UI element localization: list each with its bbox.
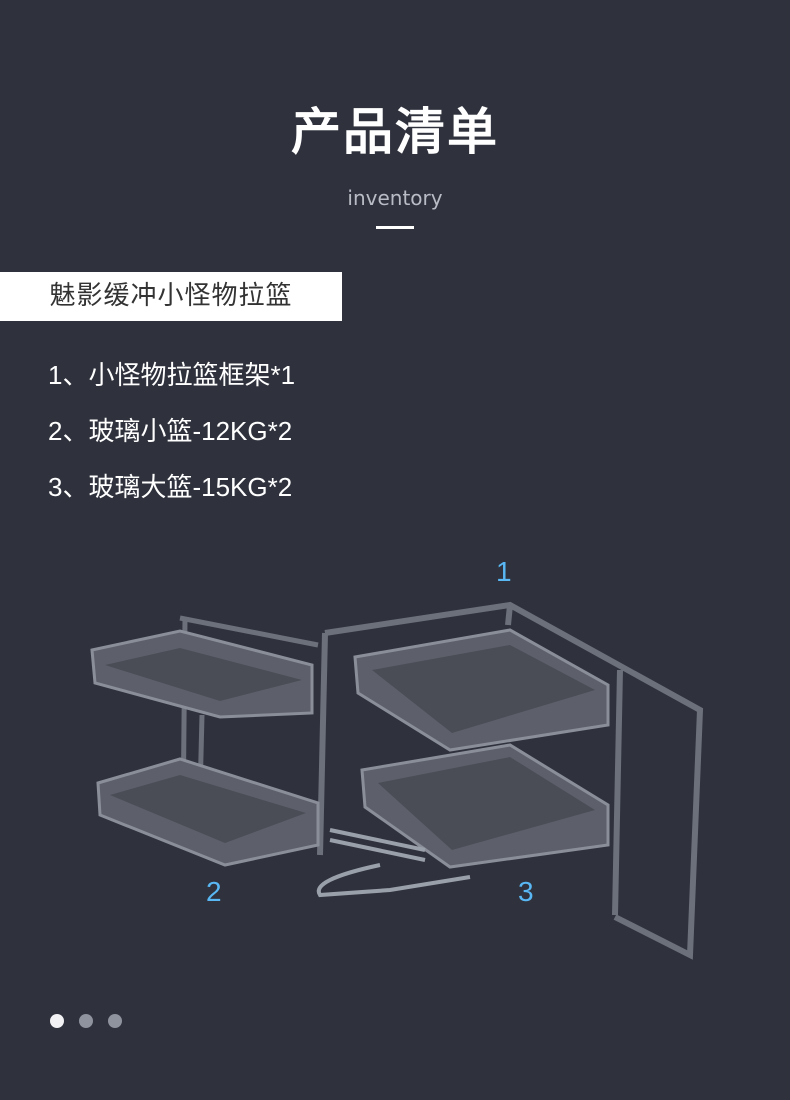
page-subtitle: inventory	[347, 186, 443, 210]
right-bottom-basket	[360, 743, 610, 869]
left-bottom-basket	[96, 757, 320, 867]
callout-large-basket: 3	[518, 876, 534, 907]
pagination-dot[interactable]	[50, 1014, 64, 1028]
pullout-frame	[317, 601, 704, 960]
title-divider	[376, 226, 414, 229]
inventory-item: 3、玻璃大篮-15KG*2	[48, 472, 293, 502]
inventory-list: 1、小怪物拉篮框架*1 2、玻璃小篮-12KG*2 3、玻璃大篮-15KG*2	[48, 352, 295, 520]
slide-rail	[316, 828, 471, 898]
pagination-dot[interactable]	[79, 1014, 93, 1028]
product-image	[90, 601, 704, 960]
callout-frame: 1	[496, 556, 512, 587]
page-title: 产品清单	[291, 103, 499, 161]
left-top-basket	[90, 629, 314, 719]
inventory-item: 2、玻璃小篮-12KG*2	[48, 416, 293, 446]
callout-small-basket: 2	[206, 876, 222, 907]
product-name-label: 魅影缓冲小怪物拉篮	[0, 272, 342, 321]
pagination-dots	[50, 1014, 122, 1028]
inventory-item: 1、小怪物拉篮框架*1	[48, 360, 296, 390]
pagination-dot[interactable]	[108, 1014, 122, 1028]
right-top-basket	[353, 628, 610, 752]
